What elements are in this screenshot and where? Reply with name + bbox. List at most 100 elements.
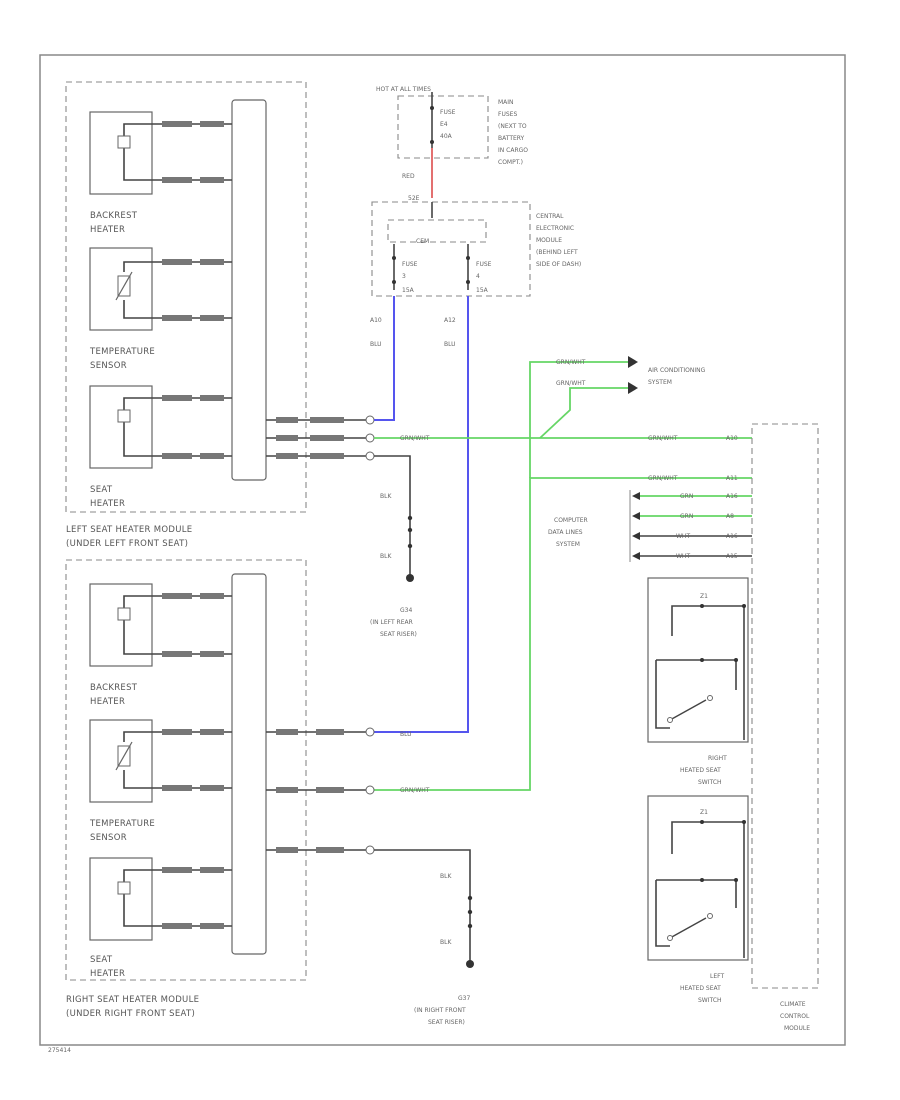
left-module-connector-block	[231, 99, 267, 481]
data-pin-label: A8	[726, 513, 734, 520]
right-switch-label-3: SWITCH	[698, 779, 722, 786]
diagram-frame	[39, 54, 846, 1046]
right-seat-heater	[89, 857, 232, 941]
cem-pin-left-label: A10	[370, 317, 382, 324]
cem-fuse-left-label: FUSE	[402, 261, 418, 268]
data-wire-label: GRN	[680, 493, 693, 500]
blu-wire-right-module-label: BLU	[400, 731, 412, 738]
left-temperature-sensor-label-2: SENSOR	[90, 361, 127, 371]
right-backrest-heater-label: BACKREST	[90, 683, 138, 693]
left-temperature-sensor	[89, 247, 232, 331]
left-seat-heater	[89, 385, 232, 469]
main-fuses-note-line: MAIN	[498, 99, 514, 106]
main-fuses-note-line: COMPT.)	[498, 159, 523, 166]
hot-at-all-times-label: HOT AT ALL TIMES	[376, 86, 431, 93]
data-lines-label-3: SYSTEM	[556, 541, 580, 548]
cem-fuse-right-number: 4	[476, 273, 480, 280]
right-seat-heater-label: SEAT	[90, 955, 113, 965]
grn-wht-left-label: GRN/WHT	[400, 435, 430, 442]
data-lines-label: COMPUTER	[554, 517, 588, 524]
cem-label-line: SIDE OF DASH)	[536, 261, 581, 268]
grn-wht-ccm-2-label: GRN/WHT	[648, 475, 678, 482]
ccm-label-3: MODULE	[784, 1025, 810, 1032]
cem-fuse-right-label: FUSE	[476, 261, 492, 268]
g37-wire-label: BLK	[440, 873, 452, 880]
left-backrest-heater	[89, 111, 232, 195]
ac-arrow-1	[628, 356, 638, 368]
blue-wire-right	[374, 296, 469, 733]
grn-wht-ac-2-label: GRN/WHT	[556, 380, 586, 387]
green-wire-right-module	[374, 477, 752, 791]
left-seat-heater-label-2: HEATER	[90, 499, 125, 509]
left-heated-seat-switch: Z1	[647, 795, 749, 961]
cem-label-line: ELECTRONIC	[536, 225, 574, 232]
ground-g34: BLK BLK G34 (IN LEFT REAR SEAT RISER)	[370, 455, 417, 638]
right-temperature-sensor	[89, 719, 232, 803]
right-module-outputs	[266, 727, 375, 855]
right-temperature-sensor-label: TEMPERATURE	[89, 819, 155, 829]
g37-location-2: SEAT RISER)	[428, 1019, 465, 1026]
cem-label-line: MODULE	[536, 237, 562, 244]
ac-arrow-2	[628, 382, 638, 394]
right-module-title: RIGHT SEAT HEATER MODULE	[66, 995, 199, 1005]
g34-wire-label-2: BLK	[380, 553, 392, 560]
right-seat-heater-module: BACKREST HEATER TEMPERATURE SENSOR SEAT …	[65, 559, 307, 981]
cem-pin-right-label: A12	[444, 317, 456, 324]
right-switch-label: RIGHT	[708, 755, 727, 762]
left-switch-label: LEFT	[710, 973, 724, 980]
main-fuse-label: FUSE	[440, 109, 456, 116]
grn-wht-ccm-label: GRN/WHT	[648, 435, 678, 442]
main-fuses-note-line: IN CARGO	[498, 147, 528, 154]
main-fuse-box: HOT AT ALL TIMES FUSE E4 40A MAIN FUSES …	[376, 86, 528, 166]
left-module-outputs	[266, 415, 375, 461]
g37-wire-label-2: BLK	[440, 939, 452, 946]
main-fuses-note-line: FUSES	[498, 111, 517, 118]
g34-location-2: SEAT RISER)	[380, 631, 417, 638]
blu-wire-right-label: BLU	[444, 341, 456, 348]
right-module-connector-block	[231, 573, 267, 955]
left-backrest-heater-label-2: HEATER	[90, 225, 125, 235]
left-module-location: (UNDER LEFT FRONT SEAT)	[66, 539, 188, 549]
right-backrest-heater	[89, 583, 232, 667]
left-temperature-sensor-label: TEMPERATURE	[89, 347, 155, 357]
pin-a11-label: A11	[726, 475, 738, 482]
data-wire-label: GRN	[680, 513, 693, 520]
g34-label: G34	[400, 607, 412, 614]
g37-location: (IN RIGHT FRONT	[414, 1007, 466, 1014]
grn-wht-ac-1-label: GRN/WHT	[556, 359, 586, 366]
main-fuses-note-line: (NEXT TO	[498, 123, 527, 130]
right-heated-seat-switch: Z1	[647, 577, 749, 743]
left-switch-label-3: SWITCH	[698, 997, 722, 1004]
switch-pin-label: Z1	[700, 593, 708, 600]
left-seat-heater-module: BACKREST HEATER TEMPERATURE SENSOR	[65, 81, 307, 513]
cem-label-line: CENTRAL	[536, 213, 564, 220]
data-pin-label: A16	[726, 533, 738, 540]
data-wire-label: WHT	[676, 533, 690, 540]
computer-data-lines: GRN GRN WHT WHT A16 A8 A16 A15	[629, 490, 752, 562]
grn-wht-right-label: GRN/WHT	[400, 787, 430, 794]
connector-52e-label: 52E	[408, 195, 420, 202]
pin-a10-label: A10	[726, 435, 738, 442]
data-lines-label-2: DATA LINES	[548, 529, 583, 536]
central-electronic-module: CEM FUSE 3 15A FUSE 4 15A CENTRAL ELECTR…	[371, 201, 581, 297]
main-fuse-number: E4	[440, 121, 448, 128]
red-wire-label: RED	[402, 173, 415, 180]
ccm-label-2: CONTROL	[780, 1013, 810, 1020]
ground-g37: BLK BLK G37 (IN RIGHT FRONT SEAT RISER)	[374, 849, 474, 1026]
data-pin-label: A15	[726, 553, 738, 560]
main-fuse-rating: 40A	[440, 133, 453, 140]
left-switch-label-2: HEATED SEAT	[680, 985, 721, 992]
ccm-label: CLIMATE	[780, 1001, 806, 1008]
main-fuses-note-line: BATTERY	[498, 135, 525, 142]
diagram-code: 275414	[48, 1047, 71, 1054]
g34-wire-label: BLK	[380, 493, 392, 500]
right-module-location: (UNDER RIGHT FRONT SEAT)	[66, 1009, 195, 1019]
right-backrest-heater-label-2: HEATER	[90, 697, 125, 707]
left-module-title: LEFT SEAT HEATER MODULE	[66, 525, 192, 535]
data-wire-label: WHT	[676, 553, 690, 560]
climate-control-module-box	[751, 423, 819, 989]
blu-wire-left-label: BLU	[370, 341, 382, 348]
cem-fuse-left-number: 3	[402, 273, 406, 280]
cem-fuse-right-rating: 15A	[476, 287, 489, 294]
